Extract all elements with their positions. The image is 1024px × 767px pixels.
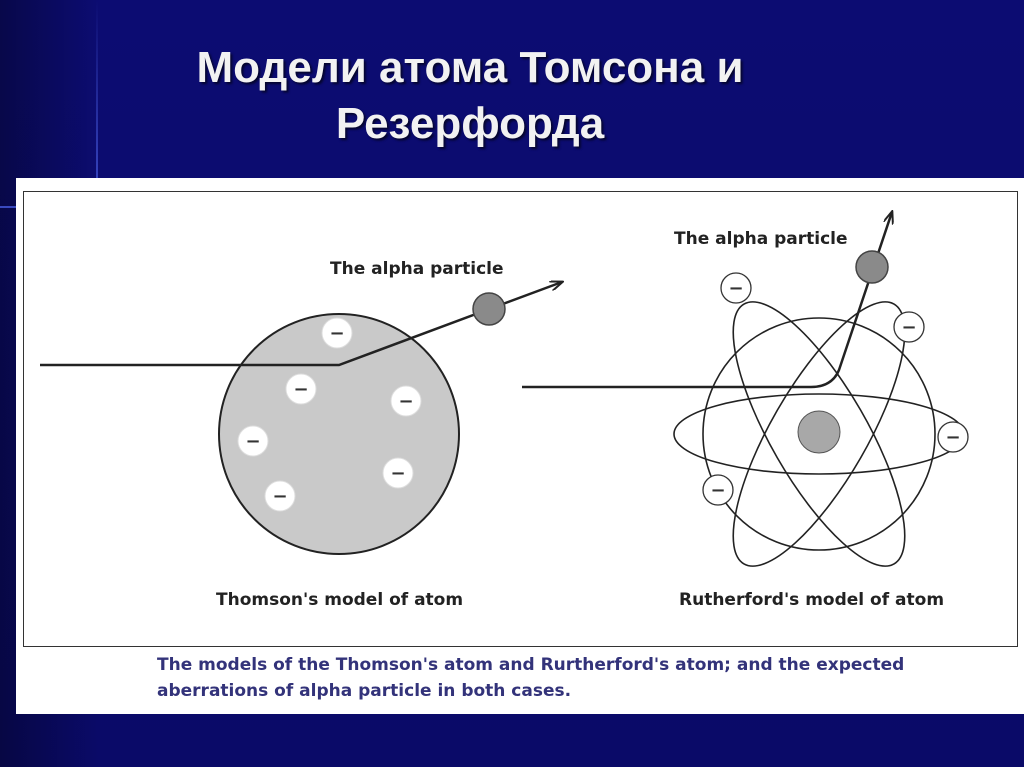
svg-text:−: − xyxy=(901,317,916,338)
svg-text:−: − xyxy=(945,427,960,448)
rutherford-orbit xyxy=(732,301,906,567)
svg-text:−: − xyxy=(245,431,260,452)
svg-text:−: − xyxy=(293,379,308,400)
atom-models-figure: − − − − − − The xyxy=(16,178,1024,714)
rutherford-orbit xyxy=(702,317,936,551)
svg-text:−: − xyxy=(329,323,344,344)
thomson-electron: − xyxy=(390,385,422,417)
thomson-model-label: Thomson's model of atom xyxy=(216,590,463,610)
rutherford-alpha-label: The alpha particle xyxy=(674,229,848,249)
thomson-electron: − xyxy=(382,457,414,489)
thomson-electron: − xyxy=(285,373,317,405)
rutherford-model: − − − − The alpha particle Rutherford's … xyxy=(522,212,969,610)
rutherford-model-label: Rutherford's model of atom xyxy=(679,590,944,610)
thomson-alpha-particle xyxy=(472,292,506,326)
thomson-electron: − xyxy=(237,425,269,457)
rutherford-alpha-path xyxy=(522,212,892,389)
rutherford-electron: − xyxy=(893,311,925,343)
title-line-1: Модели атома Томсона и xyxy=(196,43,744,92)
svg-text:−: − xyxy=(390,463,405,484)
caption-line-1: The models of the Thomson's atom and Rur… xyxy=(157,655,905,675)
caption-line-2: aberrations of alpha particle in both ca… xyxy=(157,681,572,701)
rutherford-electron: − xyxy=(937,421,969,453)
svg-text:−: − xyxy=(710,480,725,501)
svg-text:−: − xyxy=(728,278,743,299)
title-line-2: Резерфорда xyxy=(335,99,605,148)
rutherford-nucleus xyxy=(797,410,841,454)
thomson-electron: − xyxy=(264,480,296,512)
svg-text:−: − xyxy=(398,391,413,412)
decorative-line xyxy=(96,0,98,180)
rutherford-alpha-particle xyxy=(855,250,889,284)
svg-text:−: − xyxy=(272,486,287,507)
thomson-alpha-label: The alpha particle xyxy=(330,259,504,279)
diagram-svg: − − − − − − The xyxy=(40,178,969,610)
rutherford-electron: − xyxy=(702,474,734,506)
figure-caption: The models of the Thomson's atom and Rur… xyxy=(157,652,987,704)
thomson-model: − − − − − − The xyxy=(40,259,562,610)
diagram-frame xyxy=(23,191,1018,647)
rutherford-orbit xyxy=(732,301,906,567)
rutherford-electron: − xyxy=(720,272,752,304)
thomson-electron: − xyxy=(321,317,353,349)
slide-title: Модели атома Томсона и Резерфорда xyxy=(140,40,800,152)
decorative-line xyxy=(0,206,18,208)
